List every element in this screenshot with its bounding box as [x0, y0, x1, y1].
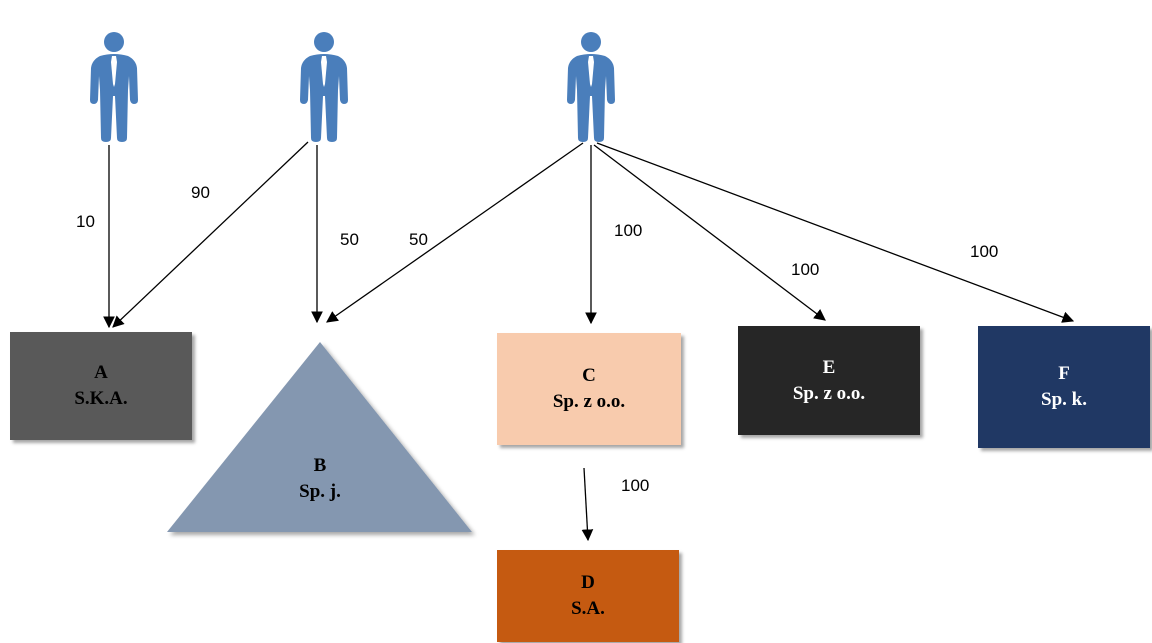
entity-f-letter: F	[1058, 363, 1070, 385]
shareholder-2-person-icon	[300, 32, 348, 142]
share-label-p2-a: 90	[191, 183, 210, 202]
share-label-p3-e: 100	[791, 260, 820, 279]
entity-d-box: D S.A.	[497, 550, 679, 642]
entity-a-box: A S.K.A.	[10, 332, 192, 440]
share-label-p3-c: 100	[614, 221, 643, 240]
shareholder-3-person-icon	[567, 32, 615, 142]
arrow-p3-to-b	[326, 142, 584, 323]
entity-d-form: S.A.	[571, 598, 605, 619]
entity-e-box: E Sp. z o.o.	[738, 326, 920, 435]
entity-a-form: S.K.A.	[74, 388, 128, 409]
arrow-p3-to-e	[593, 144, 826, 321]
entity-a-letter: A	[94, 362, 108, 384]
entity-b-letter: B	[313, 455, 327, 476]
entity-b-form: Sp. j.	[299, 480, 341, 502]
entity-f-box: F Sp. k.	[978, 326, 1150, 448]
arrow-p2-to-a	[112, 141, 309, 328]
entity-e-letter: E	[822, 356, 836, 378]
arrow-c-to-d	[581, 467, 594, 542]
entity-c-letter: C	[582, 365, 596, 387]
entity-c-box: C Sp. z o.o.	[497, 333, 681, 445]
entity-b-label: B Sp. j.	[270, 453, 370, 504]
entity-c-form: Sp. z o.o.	[552, 391, 626, 412]
arrow-p3-to-f	[596, 142, 1075, 323]
entity-b-triangle	[167, 342, 472, 532]
entity-d-letter: D	[581, 572, 595, 594]
share-label-p3-f: 100	[970, 242, 999, 261]
entity-f-form: Sp. k.	[1041, 389, 1087, 410]
entity-e-form: Sp. z o.o.	[792, 382, 866, 404]
share-label-p3-b: 50	[409, 230, 428, 249]
share-label-p2-b: 50	[340, 230, 359, 249]
share-label-p1-a: 10	[76, 212, 95, 231]
share-label-c-d: 100	[621, 476, 650, 495]
shareholder-1-person-icon	[90, 32, 138, 142]
